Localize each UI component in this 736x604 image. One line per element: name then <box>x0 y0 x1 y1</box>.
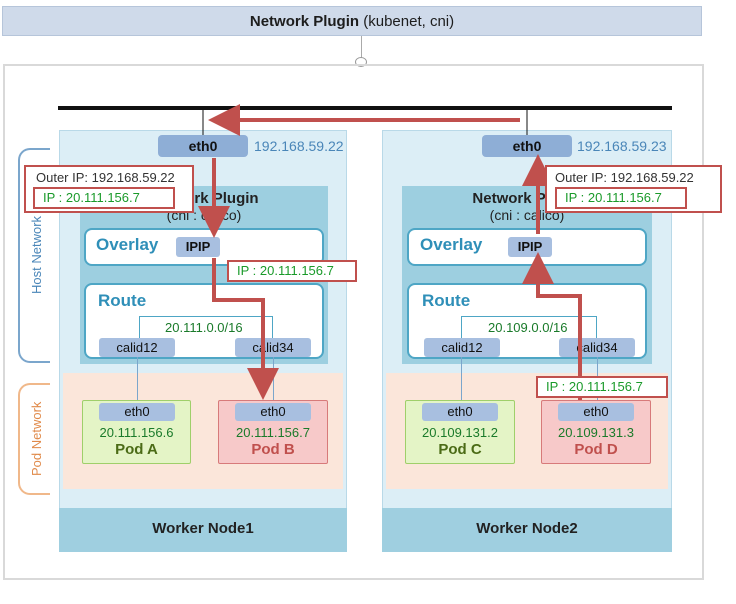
pod-a-name: Pod A <box>115 441 158 458</box>
pod-c-eth0: eth0 <box>422 403 498 421</box>
callout-node2-outer-ip: Outer IP: 192.168.59.22 <box>555 170 694 185</box>
pod-d-eth0: eth0 <box>558 403 634 421</box>
diagram-frame <box>3 64 704 580</box>
pod-c-ip: 20.109.131.2 <box>422 425 498 440</box>
pod-b-eth0: eth0 <box>235 403 311 421</box>
ipip-tag-1: IPIP <box>176 237 220 257</box>
node1-ipip-to-pod-b-arrow <box>212 258 279 400</box>
host-network-bracket <box>18 148 50 363</box>
header-subtitle: (kubenet, cni) <box>363 13 455 30</box>
header-connector-knob <box>355 57 367 67</box>
callout-node1-inner-ip: IP : 20.111.156.7 <box>33 187 175 209</box>
route-subnet-1: 20.111.0.0/16 <box>165 320 243 335</box>
callout-node2-pod-ip: IP : 20.111.156.7 <box>536 376 668 398</box>
host-ip-1: 192.168.59.22 <box>254 138 344 154</box>
overlay-label-2: Overlay <box>420 235 483 254</box>
callout-node2-inner-ip: IP : 20.111.156.7 <box>555 187 687 209</box>
header-title: Network Plugin <box>249 13 360 30</box>
pod-a-eth0: eth0 <box>99 403 175 421</box>
callout-node1-ipip-ip: IP : 20.111.156.7 <box>227 260 357 282</box>
pod-link-c <box>461 357 462 401</box>
route-label-2: Route <box>422 291 471 310</box>
pod-d-ip: 20.109.131.3 <box>558 425 634 440</box>
host-eth0-1: eth0 <box>158 135 248 157</box>
route-subnet-2: 20.109.0.0/16 <box>488 320 568 335</box>
header-connector <box>361 36 362 60</box>
worker-node-1-footer: Worker Node1 <box>59 508 347 552</box>
pod-c-name: Pod C <box>438 441 482 458</box>
overlay-label-1: Overlay <box>96 235 159 254</box>
host-eth0-2: eth0 <box>482 135 572 157</box>
pod-b-name: Pod B <box>251 441 295 458</box>
pod-d-name: Pod D <box>574 441 618 458</box>
calid-left-1: calid12 <box>99 338 175 357</box>
pod-b-ip: 20.111.156.7 <box>236 425 310 440</box>
diagram-header: Network Plugin (kubenet, cni) <box>2 6 702 36</box>
calid-left-2: calid12 <box>424 338 500 357</box>
node2-pod-d-to-ipip-arrow <box>522 252 582 400</box>
route-bus-2 <box>461 316 597 338</box>
host-ip-2: 192.168.59.23 <box>577 138 667 154</box>
route-bus-1 <box>139 316 273 338</box>
pod-network-bracket <box>18 383 50 495</box>
callout-node1-outer-ip: Outer IP: 192.168.59.22 <box>36 170 175 185</box>
worker-node-2-footer: Worker Node2 <box>382 508 672 552</box>
pod-link-a <box>137 357 138 401</box>
route-label-1: Route <box>98 291 147 310</box>
pod-a-ip: 20.111.156.6 <box>99 425 174 440</box>
